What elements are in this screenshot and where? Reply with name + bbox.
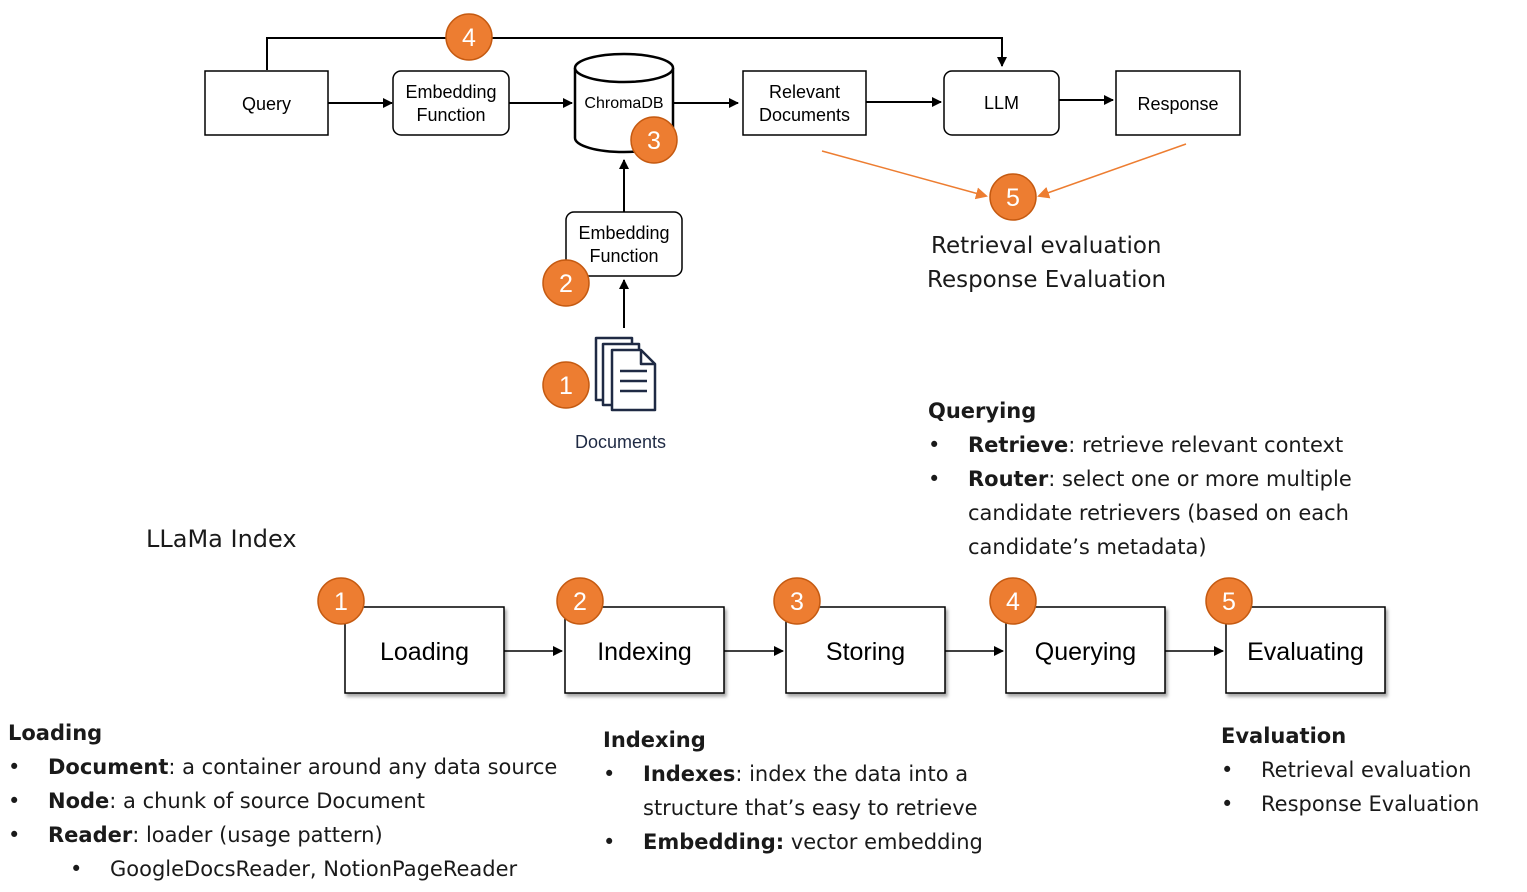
response-label: Response — [1137, 94, 1218, 114]
relevant-documents-box: Relevant Documents — [742, 70, 867, 136]
querying-item-router-cont-2: candidate’s metadata) — [968, 535, 1207, 559]
querying-title: Querying — [928, 399, 1037, 423]
stage-storing-label: Storing — [826, 638, 905, 666]
loading-subitem-readers: GoogleDocsReader, NotionPageReader — [8, 852, 557, 886]
llama-index-title: LLaMa Index — [146, 525, 297, 553]
chromadb-label: ChromaDB — [584, 95, 663, 112]
badge-1-top: 1 — [542, 361, 590, 409]
relevant-documents-label-1: Relevant — [769, 82, 840, 102]
evaluation-item-retrieval: Retrieval evaluation — [1221, 753, 1479, 787]
llm-label: LLM — [984, 93, 1019, 113]
querying-section: Querying Retrieve: retrieve relevant con… — [928, 394, 1352, 564]
query-to-llm-connector — [266, 37, 1007, 70]
stage-querying-label: Querying — [1035, 638, 1136, 666]
loading-item-reader: Reader: loader (usage pattern) — [8, 818, 557, 852]
badge-5-top: 5 — [989, 173, 1037, 221]
indexing-item-indexes-cont: structure that’s easy to retrieve — [643, 796, 978, 820]
query-box: Query — [204, 70, 329, 136]
querying-item-router-cont-1: candidate retrievers (based on each — [968, 501, 1349, 525]
badge-1-stage: 1 — [317, 577, 365, 625]
evaluation-section: Evaluation Retrieval evaluation Response… — [1221, 719, 1479, 821]
stage-evaluating-label: Evaluating — [1247, 638, 1364, 666]
documents-label: Documents — [575, 432, 667, 452]
badge-3-stage: 3 — [773, 577, 821, 625]
embedding-function-label-2: Function — [416, 105, 485, 125]
svg-text:5: 5 — [1006, 184, 1020, 212]
stage-storing-box: Storing — [785, 606, 946, 694]
badge-4-top: 4 — [445, 13, 493, 61]
stage-loading-label: Loading — [380, 638, 469, 666]
query-label: Query — [242, 94, 291, 114]
embedding-function-label-1: Embedding — [405, 82, 496, 102]
embedding-function-box-2: Embedding Function — [565, 211, 683, 277]
badge-4-stage: 4 — [989, 577, 1037, 625]
stage-loading-box: Loading — [344, 606, 505, 694]
embedding-function-box: Embedding Function — [392, 70, 510, 136]
svg-text:4: 4 — [1006, 588, 1020, 616]
stage-indexing-label: Indexing — [597, 638, 692, 666]
svg-text:2: 2 — [559, 270, 573, 298]
svg-text:3: 3 — [790, 588, 804, 616]
embedding-function-2-label-2: Function — [589, 246, 658, 266]
loading-section: Loading Document: a container around any… — [8, 716, 557, 886]
llm-box: LLM — [943, 70, 1060, 136]
svg-text:1: 1 — [559, 372, 573, 400]
loading-item-document: Document: a container around any data so… — [8, 750, 557, 784]
querying-item-router: Router: select one or more multiple — [928, 462, 1352, 496]
eval-arrow-left — [821, 150, 988, 200]
badge-2-top: 2 — [542, 259, 590, 307]
indexing-section: Indexing Indexes: index the data into a … — [603, 723, 983, 859]
response-box: Response — [1115, 70, 1241, 136]
evaluation-title: Evaluation — [1221, 724, 1347, 748]
badge-2-stage: 2 — [556, 577, 604, 625]
indexing-title: Indexing — [603, 728, 706, 752]
eval-arrow-right — [1037, 143, 1187, 199]
evaluation-item-response: Response Evaluation — [1221, 787, 1479, 821]
svg-text:1: 1 — [334, 588, 348, 616]
stage-evaluating-box: Evaluating — [1225, 606, 1386, 694]
indexing-item-embedding: Embedding: vector embedding — [603, 825, 983, 859]
svg-text:5: 5 — [1222, 588, 1236, 616]
svg-text:2: 2 — [573, 588, 587, 616]
badge-5-stage: 5 — [1205, 577, 1253, 625]
relevant-documents-label-2: Documents — [759, 105, 850, 125]
svg-text:4: 4 — [462, 24, 476, 52]
badge-3-top: 3 — [630, 116, 678, 164]
loading-title: Loading — [8, 721, 103, 745]
querying-item-retrieve: Retrieve: retrieve relevant context — [928, 428, 1352, 462]
stage-querying-box: Querying — [1005, 606, 1166, 694]
eval-caption-1: Retrieval evaluation — [931, 233, 1162, 259]
indexing-item-indexes: Indexes: index the data into a — [603, 757, 983, 791]
loading-item-node: Node: a chunk of source Document — [8, 784, 557, 818]
embedding-function-2-label-1: Embedding — [578, 223, 669, 243]
svg-text:3: 3 — [647, 127, 661, 155]
documents-icon — [594, 336, 657, 412]
eval-caption-2: Response Evaluation — [927, 267, 1167, 293]
